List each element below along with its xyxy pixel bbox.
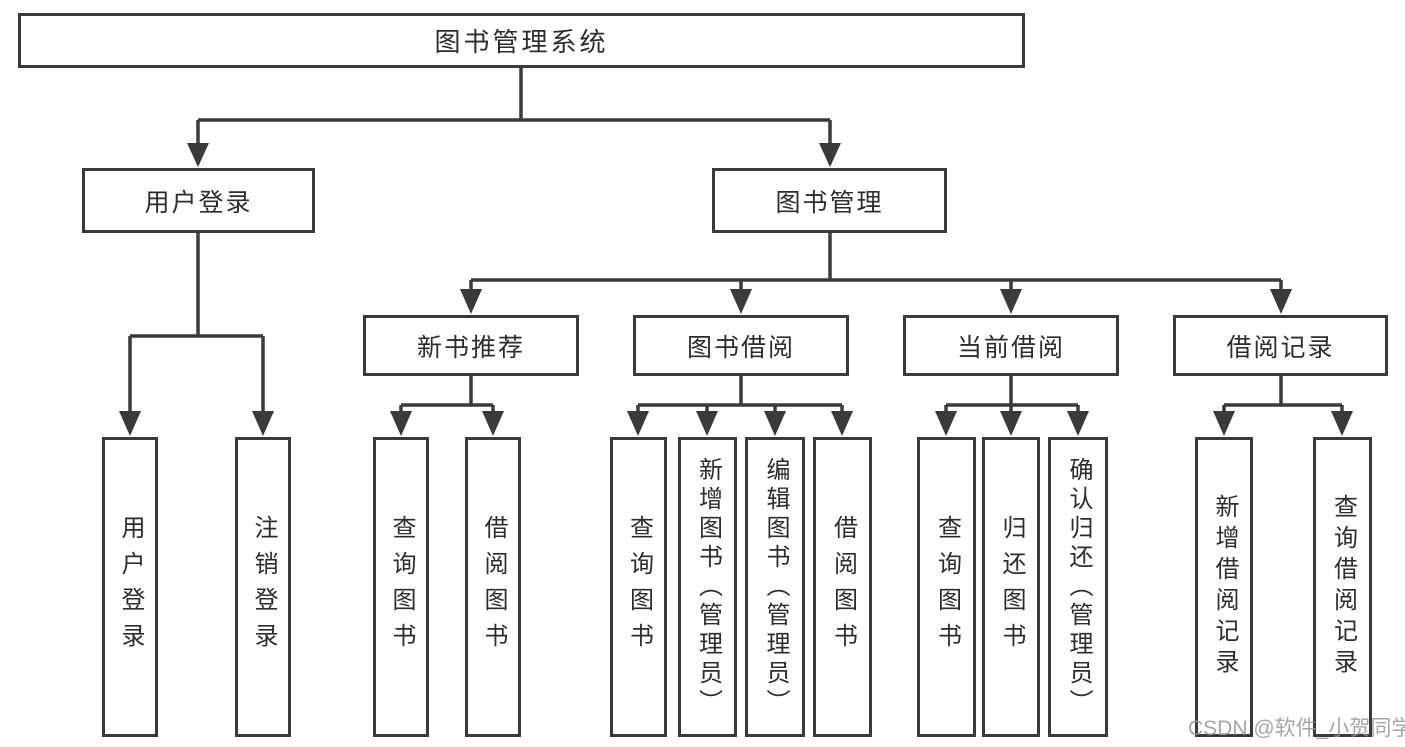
leaf-recommend-query-books: 查询图书: [373, 437, 429, 737]
leaf-query-borrow-record: 查询借阅记录: [1313, 437, 1372, 737]
arrowhead: [1000, 411, 1022, 436]
leaf-current-query-books: 查询图书: [917, 437, 976, 737]
node-book-borrow: 图书借阅: [633, 315, 849, 376]
leaf-return-books-label: 归还图书: [998, 515, 1025, 659]
node-new-book-recommend: 新书推荐: [363, 315, 579, 376]
leaf-borrow-books: 借阅图书: [813, 437, 872, 737]
arrowhead: [819, 143, 841, 167]
node-current-borrow-label: 当前借阅: [956, 333, 1065, 362]
arrowhead: [1270, 289, 1292, 314]
arrowhead: [696, 411, 718, 436]
connector-bookmgmt-to-level3: [469, 233, 1283, 310]
arrowhead: [390, 411, 412, 436]
arrowhead: [119, 411, 141, 436]
arrowhead: [187, 143, 209, 167]
arrowhead: [764, 411, 786, 436]
connector-newbookrec-to-leaves: [399, 376, 495, 432]
leaf-current-query-books-label: 查询图书: [933, 515, 961, 659]
leaf-query-borrow-record-label: 查询借阅记录: [1329, 494, 1357, 680]
arrowhead: [1331, 411, 1353, 436]
node-book-management: 图书管理: [712, 168, 947, 233]
leaf-add-books-admin-label: 新增图书（管理员）: [694, 456, 722, 718]
arrowhead: [627, 411, 649, 436]
leaf-user-login-label: 用户登录: [117, 515, 144, 659]
leaf-return-books: 归还图书: [982, 437, 1040, 737]
leaf-confirm-return-admin: 确认归还（管理员）: [1048, 437, 1108, 737]
arrowhead: [252, 411, 274, 436]
node-root-label: 图书管理系统: [434, 27, 609, 57]
leaf-recommend-borrow-books: 借阅图书: [465, 437, 521, 737]
node-user-login: 用户登录: [82, 168, 315, 233]
node-book-borrow-label: 图书借阅: [686, 333, 795, 362]
leaf-edit-books-admin: 编辑图书（管理员）: [745, 437, 805, 737]
leaf-confirm-return-admin-label: 确认归还（管理员）: [1065, 456, 1092, 718]
node-borrow-records: 借阅记录: [1173, 315, 1388, 376]
node-current-borrow: 当前借阅: [903, 315, 1119, 376]
connector-userlogin-to-leaves: [128, 233, 265, 432]
node-user-login-label: 用户登录: [144, 188, 253, 217]
arrowhead: [1000, 289, 1022, 314]
leaf-logout: 注销登录: [235, 437, 291, 737]
leaf-recommend-borrow-books-label: 借阅图书: [480, 515, 507, 659]
leaf-borrow-query-books-label: 查询图书: [625, 515, 653, 659]
csdn-watermark: CSDN @软件_小贺同学: [1188, 717, 1405, 740]
arrowhead: [482, 411, 504, 436]
connector-root-to-level2: [196, 68, 832, 164]
node-new-book-recommend-label: 新书推荐: [416, 333, 525, 362]
arrowhead: [935, 411, 957, 436]
leaf-add-books-admin: 新增图书（管理员）: [678, 437, 737, 737]
node-root: 图书管理系统: [18, 13, 1025, 68]
arrowhead: [460, 289, 482, 314]
leaf-add-borrow-record: 新增借阅记录: [1195, 437, 1253, 737]
connector-borrowrecords-to-leaves: [1222, 376, 1344, 432]
connector-bookborrow-to-leaves: [636, 376, 844, 432]
arrowhead: [1067, 411, 1089, 436]
arrowhead: [1213, 411, 1235, 436]
node-borrow-records-label: 借阅记录: [1226, 333, 1335, 362]
node-book-management-label: 图书管理: [775, 188, 884, 217]
leaf-borrow-books-label: 借阅图书: [829, 515, 857, 659]
leaf-recommend-query-books-label: 查询图书: [388, 515, 415, 659]
leaf-logout-label: 注销登录: [250, 515, 277, 659]
arrowhead: [831, 411, 853, 436]
arrowhead: [730, 289, 752, 314]
leaf-user-login: 用户登录: [102, 437, 158, 737]
leaf-add-borrow-record-label: 新增借阅记录: [1211, 494, 1238, 680]
leaf-borrow-query-books: 查询图书: [610, 437, 667, 737]
leaf-edit-books-admin-label: 编辑图书（管理员）: [762, 456, 789, 718]
